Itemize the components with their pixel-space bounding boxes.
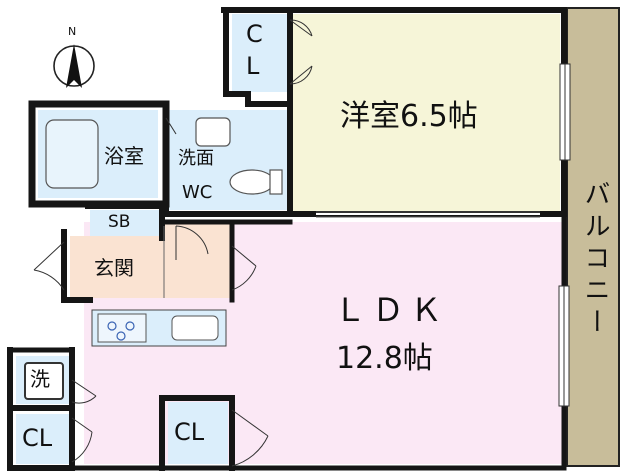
closet-left-area bbox=[16, 414, 70, 464]
entrance-area bbox=[70, 236, 164, 298]
door-swings bbox=[33, 19, 313, 467]
closet-bottom-area bbox=[168, 402, 228, 464]
washroom-label: 洗面 bbox=[178, 148, 214, 169]
hallway-area bbox=[164, 222, 232, 298]
closet-top-area bbox=[232, 14, 288, 92]
wc-label: WC bbox=[182, 182, 213, 203]
washer-box bbox=[24, 362, 64, 400]
wash-basin bbox=[195, 117, 231, 147]
shoe-box-area bbox=[90, 210, 160, 236]
toilet-tank bbox=[269, 169, 283, 195]
ldk-label: ＬＤＫ bbox=[334, 291, 449, 329]
closet-top-label-c: C bbox=[246, 20, 263, 48]
closet-top-label-l: L bbox=[246, 52, 260, 80]
stove bbox=[97, 313, 147, 343]
bathroom-label: 浴室 bbox=[104, 144, 144, 168]
western-room-label: 洋室6.5帖 bbox=[340, 99, 478, 134]
closet-bottom-label: CL bbox=[174, 418, 205, 446]
western-room-area bbox=[290, 14, 560, 214]
toilet-bowl bbox=[229, 169, 275, 195]
entrance-label: 玄関 bbox=[94, 256, 134, 280]
washer-label: 洗 bbox=[30, 367, 50, 391]
balcony bbox=[566, 7, 620, 467]
balcony-label: バルコニー bbox=[580, 180, 610, 340]
closet-left-label: CL bbox=[22, 424, 53, 452]
ldk-size-label: 12.8帖 bbox=[336, 341, 433, 376]
shoe-box-label: SB bbox=[108, 212, 131, 232]
bathtub bbox=[45, 119, 99, 189]
compass-icon bbox=[53, 44, 95, 88]
kitchen-sink bbox=[171, 315, 219, 341]
compass-north-label: N bbox=[68, 25, 77, 38]
